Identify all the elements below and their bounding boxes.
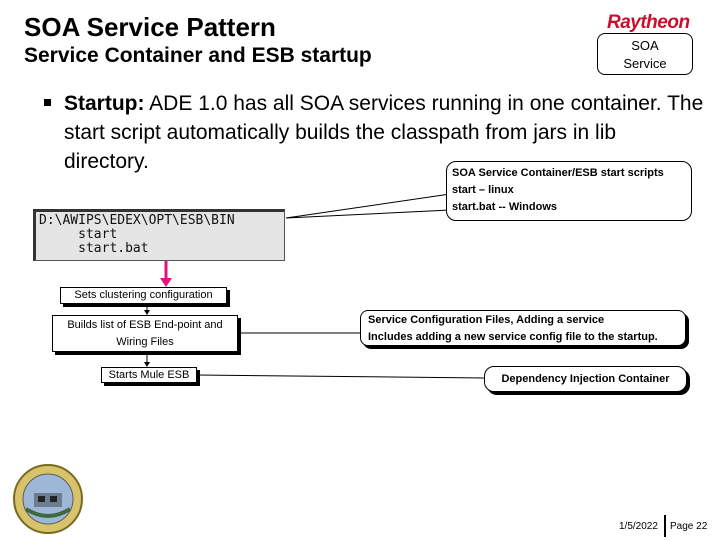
- flow-step-mule: Starts Mule ESB: [101, 367, 197, 383]
- bullet-square-icon: [44, 99, 51, 106]
- terminal-line: start.bat: [39, 241, 149, 256]
- flow-arrow-2-head: [144, 362, 150, 367]
- footer-page-number: Page 22: [670, 521, 708, 532]
- flow-step-clustering: Sets clustering configuration: [60, 287, 227, 304]
- connector-di: [196, 374, 485, 379]
- soa-service-badge: SOA Service: [597, 33, 693, 75]
- slide-subtitle: Service Container and ESB startup: [24, 44, 372, 67]
- badge-line2: Service: [623, 56, 667, 71]
- startup-bullet: Startup: ADE 1.0 has all SOA services ru…: [64, 89, 704, 176]
- bullet-lead: Startup:: [64, 92, 145, 115]
- di-container-box: Dependency Injection Container: [484, 366, 687, 392]
- start-scripts-callout: SOA Service Container/ESB start scripts …: [446, 161, 692, 221]
- bullet-body: ADE 1.0 has all SOA services running in …: [64, 92, 704, 173]
- callout-line: SOA Service Container/ESB start scripts: [452, 167, 664, 179]
- config-line: Includes adding a new service config fil…: [368, 331, 658, 343]
- callout-line: start.bat -- Windows: [452, 201, 558, 213]
- badge-line1: SOA: [631, 38, 659, 53]
- program-seal-icon: [13, 464, 83, 534]
- terminal-line: start: [39, 227, 118, 242]
- terminal-line: D:\AWIPS\EDEX\OPT\ESB\BIN: [39, 213, 235, 228]
- terminal-window: D:\AWIPS\EDEX\OPT\ESB\BIN start start.ba…: [33, 209, 285, 261]
- slide-title: SOA Service Pattern: [24, 12, 276, 42]
- footer-divider: [664, 515, 666, 537]
- callout-line: start – linux: [452, 184, 514, 196]
- footer-date: 1/5/2022: [619, 521, 658, 532]
- flow-arrow-1-head: [144, 310, 150, 315]
- flow-step-endpoints: Builds list of ESB End-point and Wiring …: [52, 315, 238, 352]
- config-line: Service Configuration Files, Adding a se…: [368, 314, 605, 326]
- raytheon-logo: Raytheon: [607, 12, 690, 33]
- callout-pointer: [285, 193, 451, 219]
- magenta-arrow-head: [160, 278, 172, 287]
- service-config-box: Service Configuration Files, Adding a se…: [360, 310, 686, 346]
